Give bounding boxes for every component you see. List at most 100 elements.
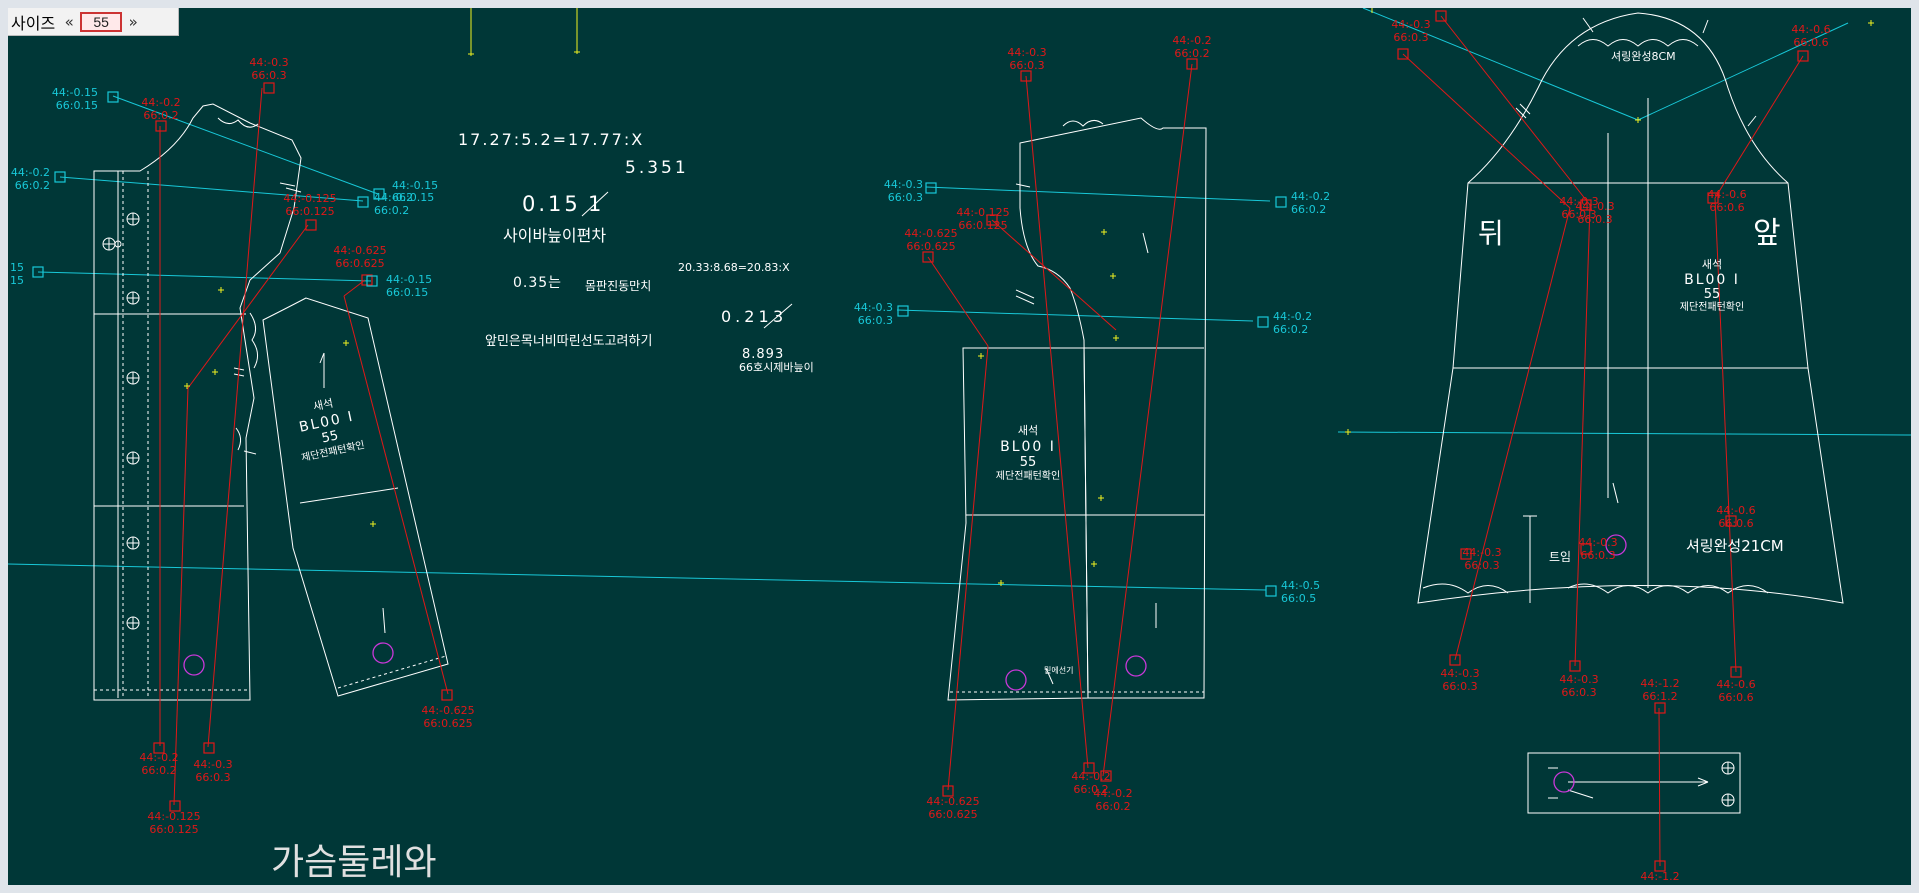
svg-text:44:-0.125: 44:-0.125: [956, 206, 1009, 219]
svg-text:66:0.15: 66:0.15: [56, 99, 98, 112]
svg-text:44:-0.3: 44:-0.3: [1462, 546, 1501, 559]
grade-label: 44:-0.666:0.6: [1707, 188, 1746, 214]
guide-label: 44:-0.266:0.2: [11, 166, 50, 192]
grade-label: 44:-0.366:0.3: [1391, 18, 1430, 44]
grade-label: 44:-0.266:0.2: [1071, 770, 1110, 796]
svg-text:44:-0.3: 44:-0.3: [1578, 536, 1617, 549]
size-label: 사이즈: [11, 13, 56, 33]
shirring-bottom-note: 셔링완성21CM: [1686, 537, 1784, 555]
svg-text:66:0.3: 66:0.3: [858, 314, 893, 327]
grade-label: 44:-0.366:0.3: [1440, 667, 1479, 693]
svg-text:66:0.3: 66:0.3: [1009, 59, 1044, 72]
svg-text:44:-0.2: 44:-0.2: [11, 166, 50, 179]
double-chevron-left-icon[interactable]: «: [64, 12, 74, 31]
value-text-4: 0.21: [721, 307, 773, 326]
svg-text:44:-1.2: 44:-1.2: [1640, 677, 1679, 690]
guide-label: 44:-0.266:0.2: [1273, 310, 1312, 336]
grade-label: 44:-0.366:0.3: [193, 758, 232, 784]
svg-text:44:-0.2: 44:-0.2: [139, 751, 178, 764]
pattern-canvas[interactable]: 17.27:5.2=17.77:X 5.351 0.15 1 사이바늪이편차 0…: [8, 8, 1911, 885]
svg-text:66:0.2: 66:0.2: [15, 179, 50, 192]
svg-text:66:0.2: 66:0.2: [374, 204, 409, 217]
grade-label: 44:-0.266:0.2: [141, 96, 180, 122]
svg-text:44:-0.5: 44:-0.5: [1281, 579, 1320, 592]
guide-label: 44:-0.266:0.2: [1291, 190, 1330, 216]
svg-text:44:-0.3: 44:-0.3: [854, 301, 893, 314]
svg-text:66:0.2: 66:0.2: [1095, 800, 1130, 813]
svg-text:44:-0.3: 44:-0.3: [1007, 46, 1046, 59]
svg-text:44:-0.15: 44:-0.15: [386, 273, 432, 286]
svg-text:44:-0.2: 44:-0.2: [1093, 787, 1132, 800]
guide-lines: [8, 8, 1911, 591]
svg-text:66:0.6: 66:0.6: [1718, 517, 1753, 530]
svg-text:44:-1.2: 44:-1.2: [1640, 870, 1679, 883]
svg-text:새석: 새석: [312, 397, 335, 414]
grade-label: 44:-0.266:0.2: [1093, 787, 1132, 813]
svg-text:66:0.3: 66:0.3: [195, 771, 230, 784]
grade-label: 44:-0.366:0.3: [1578, 536, 1617, 562]
svg-text:66:0.2: 66:0.2: [1073, 783, 1108, 796]
pattern-drawing: 17.27:5.2=17.77:X 5.351 0.15 1 사이바늪이편차 0…: [8, 8, 1911, 883]
size66-note: 66호시제바늪이: [739, 361, 814, 374]
svg-text:66:0.3: 66:0.3: [1442, 680, 1477, 693]
svg-text:44:-0.3: 44:-0.3: [249, 56, 288, 69]
grade-label: 44:-1.266:1.2: [1640, 677, 1679, 703]
svg-text:66:0.125: 66:0.125: [285, 205, 334, 218]
shirring-top-note: 셔링완성8CM: [1611, 50, 1676, 63]
svg-text:66:0.15: 66:0.15: [386, 286, 428, 299]
grading-labels: 44:-0.366:0.3 44:-0.266:0.2 44:-0.12566:…: [139, 18, 1830, 883]
guide-point-markers: [32, 91, 1287, 597]
svg-text:44:-0.2: 44:-0.2: [1172, 34, 1211, 47]
svg-text:BL00 I: BL00 I: [1684, 272, 1740, 288]
guide-label: 44:-0.366:0.3: [854, 301, 893, 327]
value-text-3: 0.35는: [513, 275, 562, 291]
grade-label: 44:-1.2: [1640, 870, 1679, 883]
svg-text:55: 55: [320, 428, 339, 446]
front-neck-note: 앞민은목너비따린선도고려하기: [485, 334, 652, 349]
sleeve-pattern: [262, 297, 449, 697]
svg-text:44:-0.6: 44:-0.6: [1791, 23, 1830, 36]
svg-text:44:-0.3: 44:-0.3: [1575, 200, 1614, 213]
guide-label: 44:-0.366:0.3: [884, 178, 923, 204]
svg-text:66:0.2: 66:0.2: [1291, 203, 1326, 216]
stamp-right: 새석 BL00 I 55 제단전패턴확인: [1680, 258, 1744, 313]
size-input[interactable]: [80, 11, 123, 32]
marker-circles: [183, 534, 1627, 793]
value-text-1: 5.351: [625, 158, 689, 178]
stamp-middle: 새석 BL00 I 55 제단전패턴확인: [996, 424, 1060, 482]
svg-text:66:0.5: 66:0.5: [1281, 592, 1316, 605]
svg-text:새석: 새석: [1702, 258, 1722, 271]
svg-text:44:-0.3: 44:-0.3: [884, 178, 923, 191]
svg-text:66:1.2: 66:1.2: [1642, 690, 1677, 703]
size-toolbar: 사이즈 « »: [8, 8, 179, 36]
formula-text-1: 17.27:5.2=17.77:X: [458, 130, 644, 149]
double-chevron-right-icon[interactable]: »: [128, 12, 138, 31]
annotations: 17.27:5.2=17.77:X 5.351 0.15 1 사이바늪이편차 0…: [271, 50, 1784, 883]
svg-text:66:0.3: 66:0.3: [1577, 213, 1612, 226]
svg-text:44:-0.3: 44:-0.3: [1440, 667, 1479, 680]
back-label: 뒤: [1478, 217, 1504, 250]
svg-text:44:-0.625: 44:-0.625: [421, 704, 474, 717]
notch-markers: [184, 8, 1874, 586]
grade-label: 44:-0.366:0.3: [1007, 46, 1046, 72]
svg-text:66:0.3: 66:0.3: [251, 69, 286, 82]
svg-text:44:-0.15: 44:-0.15: [52, 86, 98, 99]
svg-text:44:-0.2: 44:-0.2: [374, 191, 413, 204]
svg-text:44:-0.625: 44:-0.625: [904, 227, 957, 240]
svg-text:44:-0.3: 44:-0.3: [193, 758, 232, 771]
grade-label: 44:-0.366:0.3: [249, 56, 288, 82]
value-text-2: 0.15: [522, 192, 581, 216]
svg-text:44:-0.2: 44:-0.2: [1273, 310, 1312, 323]
svg-text:66:0.625: 66:0.625: [335, 257, 384, 270]
blouse-pattern: [1417, 12, 1844, 814]
svg-text:44:-0.6: 44:-0.6: [1716, 678, 1755, 691]
